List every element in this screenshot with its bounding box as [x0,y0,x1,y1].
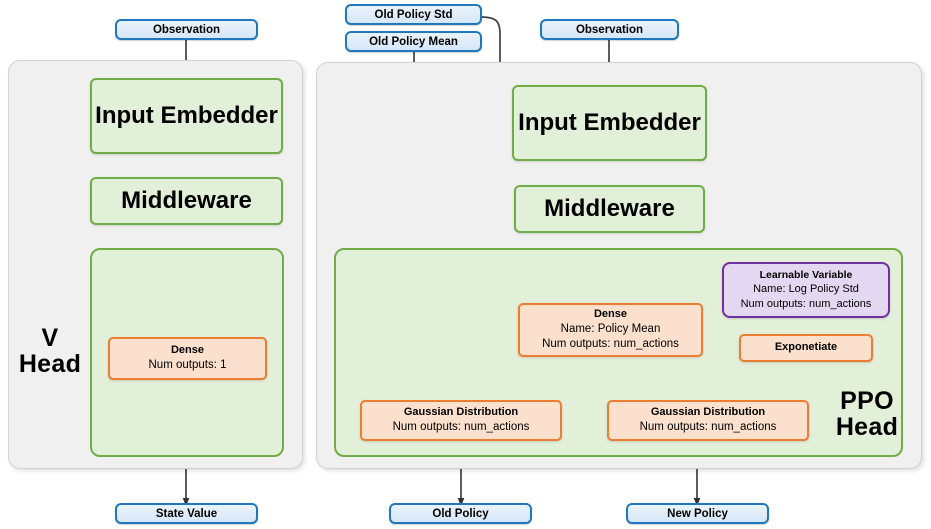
dense-v[interactable]: Dense Num outputs: 1 [108,337,267,380]
input-embedder-ppo[interactable]: Input Embedder [512,85,707,161]
old-policy-output[interactable]: Old Policy [389,503,532,524]
gaussian-distribution-new[interactable]: Gaussian Distribution Num outputs: num_a… [607,400,809,441]
dense-v-outputs: Num outputs: 1 [148,358,227,371]
old-policy-mean-input[interactable]: Old Policy Mean [345,31,482,52]
gaussian-new-title: Gaussian Distribution [650,406,766,419]
learnable-variable-log-policy-std[interactable]: Learnable Variable Name: Log Policy Std … [722,262,890,318]
middleware-ppo[interactable]: Middleware [514,185,705,233]
observation-input-ppo[interactable]: Observation [540,19,679,40]
exponentiate-op[interactable]: Exponetiate [739,334,873,362]
dense-policy-mean-title: Dense [593,308,628,321]
ppo-head-caption: PPO Head [817,388,917,441]
exponentiate-title: Exponetiate [774,341,838,354]
v-head-caption: V Head [14,325,86,378]
old-policy-std-input[interactable]: Old Policy Std [345,4,482,25]
dense-policy-mean-outputs: Num outputs: num_actions [542,337,679,350]
dense-policy-mean-name: Name: Policy Mean [560,322,661,335]
dense-v-title: Dense [170,344,205,357]
gaussian-new-outputs: Num outputs: num_actions [639,420,777,433]
gaussian-distribution-old[interactable]: Gaussian Distribution Num outputs: num_a… [360,400,562,441]
middleware-v[interactable]: Middleware [90,177,283,225]
input-embedder-v[interactable]: Input Embedder [90,78,283,154]
v-head-caption-line2: Head [18,350,82,379]
v-head-caption-line1: V [41,324,59,352]
dense-policy-mean[interactable]: Dense Name: Policy Mean Num outputs: num… [518,303,703,357]
gaussian-old-outputs: Num outputs: num_actions [392,420,530,433]
ppo-head-caption-line2: Head [835,413,899,442]
learnable-variable-outputs: Num outputs: num_actions [740,297,872,310]
observation-input-v[interactable]: Observation [115,19,258,40]
new-policy-output[interactable]: New Policy [626,503,769,524]
ppo-head-caption-line1: PPO [840,387,894,415]
learnable-variable-name: Name: Log Policy Std [753,283,859,296]
gaussian-old-title: Gaussian Distribution [403,406,519,419]
learnable-variable-title: Learnable Variable [759,269,853,282]
state-value-output[interactable]: State Value [115,503,258,524]
